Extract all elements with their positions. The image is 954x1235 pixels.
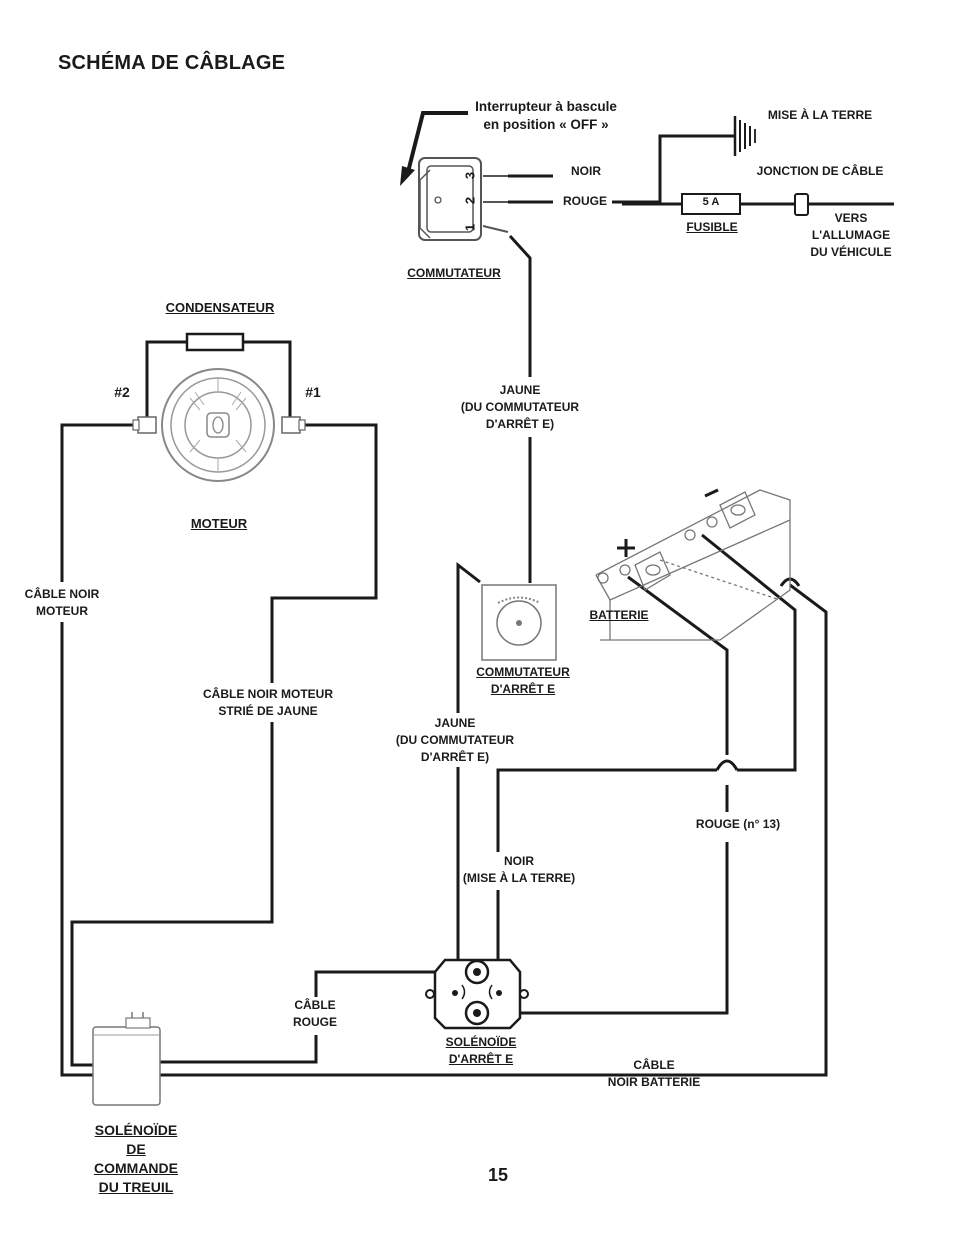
yellow-wire-top-label: JAUNE (DU COMMUTATEUR D'ARRÊT E)	[460, 383, 580, 431]
fuse	[681, 193, 741, 215]
battery-label: BATTERIE	[589, 608, 649, 622]
motor-black-cable-bottom	[60, 583, 828, 1077]
page-number: 15	[487, 1165, 509, 1185]
capacitor-lead-right	[243, 340, 292, 418]
capacitor-label: CONDENSATEUR	[165, 300, 275, 315]
switch-label: COMMUTATEUR	[407, 266, 501, 280]
rocker-switch	[418, 157, 509, 241]
switch-pointer-arrowhead	[400, 166, 415, 186]
estop-switch-label: COMMUTATEUR D'ARRÊT E	[476, 665, 570, 696]
fuse-rating: 5 A	[702, 196, 720, 208]
fuse-label: FUSIBLE	[686, 220, 738, 234]
motor-black-yellow-cable-top	[270, 423, 378, 683]
switch-pin-3: 3	[462, 171, 478, 180]
cable-junction	[794, 193, 809, 216]
to-ignition-label: VERS L'ALLUMAGE DU VÉHICULE	[810, 211, 892, 259]
black-ground-wire-right	[701, 533, 797, 772]
red-13-label: ROUGE (n° 13)	[695, 817, 781, 831]
red-wire-label: ROUGE	[562, 194, 608, 208]
black-ground-wire-2	[612, 134, 735, 204]
battery-plus-sign	[617, 539, 635, 557]
switch-pointer-arrow	[406, 111, 468, 173]
motor-black-cable-label: CÂBLE NOIR MOTEUR	[24, 587, 100, 618]
red-cable-label: CÂBLE ROUGE	[292, 998, 338, 1029]
battery-minus-sign	[704, 488, 719, 498]
winch-solenoid	[92, 1012, 161, 1106]
estop-solenoid-label: SOLÉNOÏDE D'ARRÊT E	[445, 1035, 517, 1066]
switch-pin-1: 1	[462, 223, 478, 232]
black-wire-label: NOIR	[571, 164, 601, 178]
wire-crossover-hop	[715, 759, 739, 771]
terminal-1-label: #1	[305, 384, 321, 400]
ground-label: MISE À LA TERRE	[767, 108, 873, 122]
estop-switch	[481, 584, 557, 661]
black-ground-label: NOIR (MISE À LA TERRE)	[462, 854, 576, 885]
ground-symbol	[733, 116, 756, 156]
terminal-2-label: #2	[114, 384, 130, 400]
red-cable-wire	[160, 1035, 318, 1064]
battery	[595, 489, 791, 641]
page-title: SCHÉMA DE CÂBLAGE	[58, 52, 286, 74]
yellow-wire-bottom-label: JAUNE (DU COMMUTATEUR D'ARRÊT E)	[395, 716, 515, 764]
capacitor-lead-left	[145, 340, 187, 418]
cable-junction-label: JONCTION DE CÂBLE	[756, 164, 884, 178]
capacitor	[185, 332, 245, 352]
yellow-wire-top	[508, 234, 532, 377]
estop-solenoid	[425, 958, 529, 1030]
wires	[60, 111, 894, 1077]
red-cable-wire-2	[314, 970, 448, 997]
rocker-switch-label: Interrupteur à bascule en position « OFF…	[475, 99, 617, 132]
motor-label: MOTEUR	[190, 516, 248, 531]
yellow-wire-down-left	[456, 561, 481, 713]
red-13-wire-top	[627, 575, 729, 755]
motor-black-cable-top	[60, 423, 138, 582]
black-ground-wire-up	[496, 768, 717, 852]
motor	[132, 368, 306, 482]
red-13-wire-bottom-2	[505, 842, 729, 1015]
winch-solenoid-label: SOLÉNOÏDE DE COMMANDE DU TREUIL	[94, 1122, 178, 1195]
battery-black-cable-label: CÂBLE NOIR BATTERIE	[607, 1058, 701, 1089]
motor-black-yellow-cable-bottom	[70, 722, 274, 1067]
motor-black-yellow-cable-label: CÂBLE NOIR MOTEUR STRIÉ DE JAUNE	[203, 687, 333, 718]
switch-pin-2: 2	[462, 196, 478, 205]
